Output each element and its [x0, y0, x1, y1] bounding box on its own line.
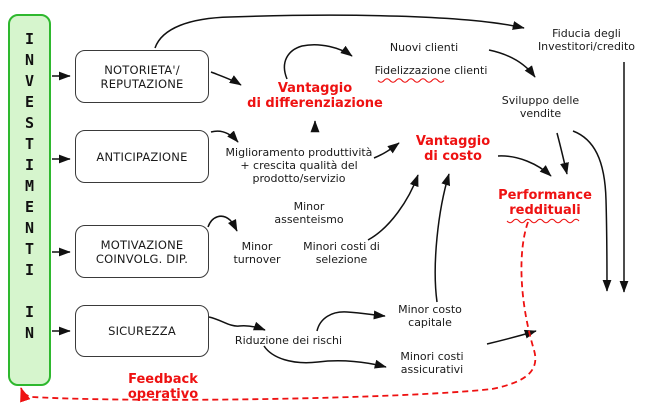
label-nuovi-clienti: Nuovi clienti [389, 41, 459, 54]
box-motivazione-coinvolgimento: MOTIVAZIONE COINVOLG. DIP. [75, 225, 209, 278]
box-anticipazione: ANTICIPAZIONE [75, 130, 209, 183]
label-miglioramento-produttivita: Miglioramento produttività + crescita qu… [225, 146, 373, 185]
label-minor-turnover: Minor turnover [233, 240, 281, 266]
label-fiducia-investitori: Fiducia degli Investitori/credito [537, 27, 636, 53]
label-sviluppo-vendite: Sviluppo delle vendite [501, 94, 580, 120]
arrow-capitale-vantaggio-costo [434, 173, 451, 303]
arrow-motivazione-turnover [207, 215, 238, 232]
label-feedback-operativo: Feedback operativo [127, 372, 199, 403]
label-minor-assenteismo: Minor assenteismo [274, 200, 344, 226]
arrow-riduzione-assicurativi [263, 345, 387, 369]
label-minori-costi-assicurativi: Minori costi assicurativi [400, 350, 464, 376]
arrow-vantaggio-costo-performance [497, 155, 552, 177]
arrow-selezione-vantaggio-costo [367, 174, 419, 241]
label-performance-reddituali: Performance reddituali [498, 188, 592, 219]
arrow-sviluppo-performance [556, 132, 569, 175]
squiggle-reddituali [506, 218, 580, 224]
investimenti-sidebar: I N V E S T I M E N T I I N [8, 14, 51, 386]
arrow-notorieta-fiducia [154, 14, 525, 49]
label-riduzione-rischi: Riduzione dei rischi [234, 334, 343, 347]
arrow-notorieta-vantaggio-differenziazione [210, 71, 242, 86]
label-minori-costi-selezione: Minori costi di selezione [303, 240, 380, 266]
label-vantaggio-costo: Vantaggio di costo [415, 134, 491, 165]
arrow-sicurezza-riduzione [208, 316, 266, 331]
arrow-vantaggio-differenziazione-nuovi-clienti [283, 44, 353, 80]
arrow-riduzione-capitale [316, 310, 386, 332]
arrow-anticipazione-miglioramento [210, 130, 239, 143]
label-vantaggio-differenziazione: Vantaggio di differenziazione [247, 81, 383, 112]
label-minor-costo-capitale: Minor costo capitale [398, 303, 462, 329]
box-sicurezza: SICUREZZA [75, 305, 209, 357]
label-fidelizzazione-clienti: Fidelizzazione clienti [374, 64, 488, 77]
arrow-sviluppo-down [572, 130, 612, 292]
arrow-costi-ne [486, 329, 537, 345]
feedback-dashed-path [20, 221, 537, 403]
squiggle-fidelizzazione [377, 78, 445, 83]
arrow-miglioramento-vantaggio-costo [373, 142, 400, 159]
arrow-clienti-sviluppo-vendite [488, 49, 536, 78]
box-notorieta-reputazione: NOTORIETA'/ REPUTAZIONE [75, 50, 209, 103]
